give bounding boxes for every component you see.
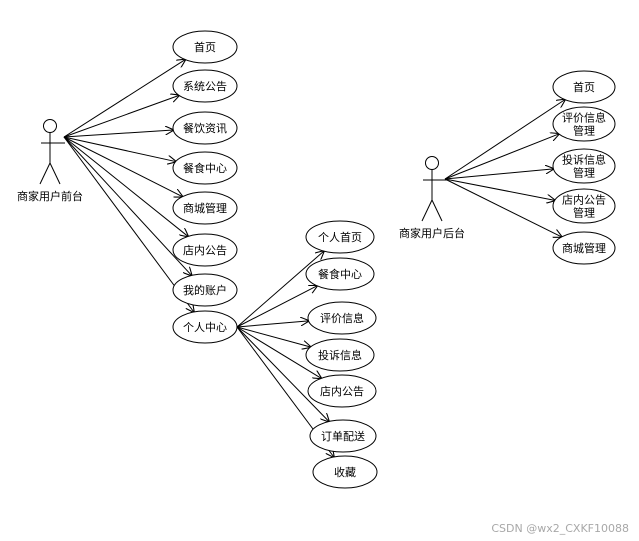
use-case-personal-2: 评价信息 (307, 301, 377, 335)
edge-front-3 (63, 136, 176, 162)
use-case-front-5-ellipse (172, 233, 238, 267)
use-case-personal-0-label: 个人首页 (318, 230, 362, 244)
use-case-back-0-ellipse (552, 70, 616, 104)
use-case-personal-6: 收藏 (312, 455, 378, 489)
use-case-front-7-label: 个人中心 (183, 321, 227, 334)
use-case-back-1-ellipse (552, 106, 616, 142)
edge-front-4 (63, 136, 182, 197)
use-case-back-3-ellipse (552, 188, 616, 224)
use-case-front-3-ellipse (172, 151, 238, 185)
actor-front-leg-right (49, 162, 61, 185)
actor-back-head (425, 156, 439, 170)
actor-front-head (43, 119, 57, 133)
use-case-front-2-ellipse (172, 111, 238, 145)
use-case-personal-1-label: 餐食中心 (318, 267, 362, 281)
use-case-front-6-label: 我的账户 (183, 283, 227, 297)
edge-front-2 (63, 130, 173, 138)
edge-back-4 (444, 178, 562, 237)
edge-front-7 (63, 136, 194, 312)
use-case-personal-4: 店内公告 (307, 374, 377, 408)
use-case-back-3-label: 管理 (573, 206, 595, 220)
edge-personal-3 (236, 326, 311, 347)
actor-back-leg-right (431, 199, 443, 222)
use-case-personal-4-label: 店内公告 (320, 384, 364, 398)
edge-personal-4 (236, 326, 321, 378)
use-case-personal-0-ellipse (305, 220, 375, 254)
use-case-personal-1: 餐食中心 (305, 257, 375, 291)
use-case-back-4: 商城管理 (552, 231, 616, 265)
use-case-front-3: 餐食中心 (172, 151, 238, 185)
use-case-personal-1-ellipse (305, 257, 375, 291)
edge-personal-2 (236, 321, 309, 328)
actor-back: 商家用户后台 (399, 156, 465, 240)
edge-back-3 (444, 178, 555, 200)
use-case-personal-6-ellipse (312, 455, 378, 489)
actor-front-label: 商家用户前台 (17, 189, 83, 203)
edge-front-5 (63, 136, 188, 236)
use-case-back-2-ellipse (552, 148, 616, 184)
use-case-front-6: 我的账户 (172, 273, 238, 307)
edge-personal-0 (236, 251, 324, 328)
use-case-personal-5-label: 订单配送 (321, 429, 365, 443)
use-case-front-1-ellipse (172, 69, 238, 103)
use-case-front-1: 系统公告 (172, 69, 238, 103)
use-case-front-6-ellipse (172, 273, 238, 307)
edge-front-0 (63, 60, 185, 138)
use-case-front-5-label: 店内公告 (183, 243, 227, 257)
use-case-personal-3-ellipse (305, 338, 375, 372)
actor-back-label: 商家用户后台 (399, 226, 465, 240)
use-case-personal-0: 个人首页 (305, 220, 375, 254)
use-case-personal-3-label: 投诉信息 (318, 348, 362, 362)
use-case-front-4: 商城管理 (172, 191, 238, 225)
use-case-personal-5-ellipse (309, 419, 377, 453)
use-case-back-0: 首页 (552, 70, 616, 104)
use-case-front-4-label: 商城管理 (183, 201, 227, 215)
use-case-front-4-ellipse (172, 191, 238, 225)
actor-front: 商家用户前台 (17, 119, 83, 203)
use-case-personal-3: 投诉信息 (305, 338, 375, 372)
edge-front-6 (63, 136, 192, 275)
use-case-back-4-ellipse (552, 231, 616, 265)
edge-back-1 (444, 134, 559, 180)
use-case-front-0-ellipse (172, 30, 238, 64)
use-case-front-1-label: 系统公告 (183, 80, 227, 93)
use-case-front-7-ellipse (172, 310, 238, 344)
use-case-front-0-label: 首页 (194, 40, 216, 54)
use-case-back-1-label: 评价信息 (562, 111, 606, 125)
actor-back-leg-left (421, 199, 433, 222)
use-case-front-2: 餐饮资讯 (172, 111, 238, 145)
use-case-back-2-label: 投诉信息 (562, 153, 606, 167)
use-case-front-0: 首页 (172, 30, 238, 64)
edge-back-0 (444, 100, 565, 180)
use-case-personal-4-ellipse (307, 374, 377, 408)
use-case-personal-2-ellipse (307, 301, 377, 335)
actor-front-leg-left (39, 162, 51, 185)
edge-back-2 (444, 169, 553, 180)
use-case-personal-6-label: 收藏 (334, 465, 356, 479)
use-case-personal-5: 订单配送 (309, 419, 377, 453)
use-case-front-7: 个人中心 (172, 310, 238, 344)
use-case-front-5: 店内公告 (172, 233, 238, 267)
watermark: CSDN @wx2_CXKF10088 (491, 522, 629, 535)
use-case-front-3-label: 餐食中心 (183, 161, 227, 175)
use-case-back-0-label: 首页 (573, 80, 595, 94)
use-case-personal-2-label: 评价信息 (320, 311, 364, 325)
edge-front-1 (63, 95, 179, 138)
use-case-back-3-label: 店内公告 (562, 193, 606, 207)
edge-personal-1 (236, 286, 317, 328)
use-case-back-2-label: 管理 (573, 166, 595, 180)
use-case-back-1-label: 管理 (573, 124, 595, 138)
use-case-front-2-label: 餐饮资讯 (183, 121, 227, 135)
edge-personal-5 (236, 326, 329, 422)
use-case-back-4-label: 商城管理 (562, 241, 606, 255)
